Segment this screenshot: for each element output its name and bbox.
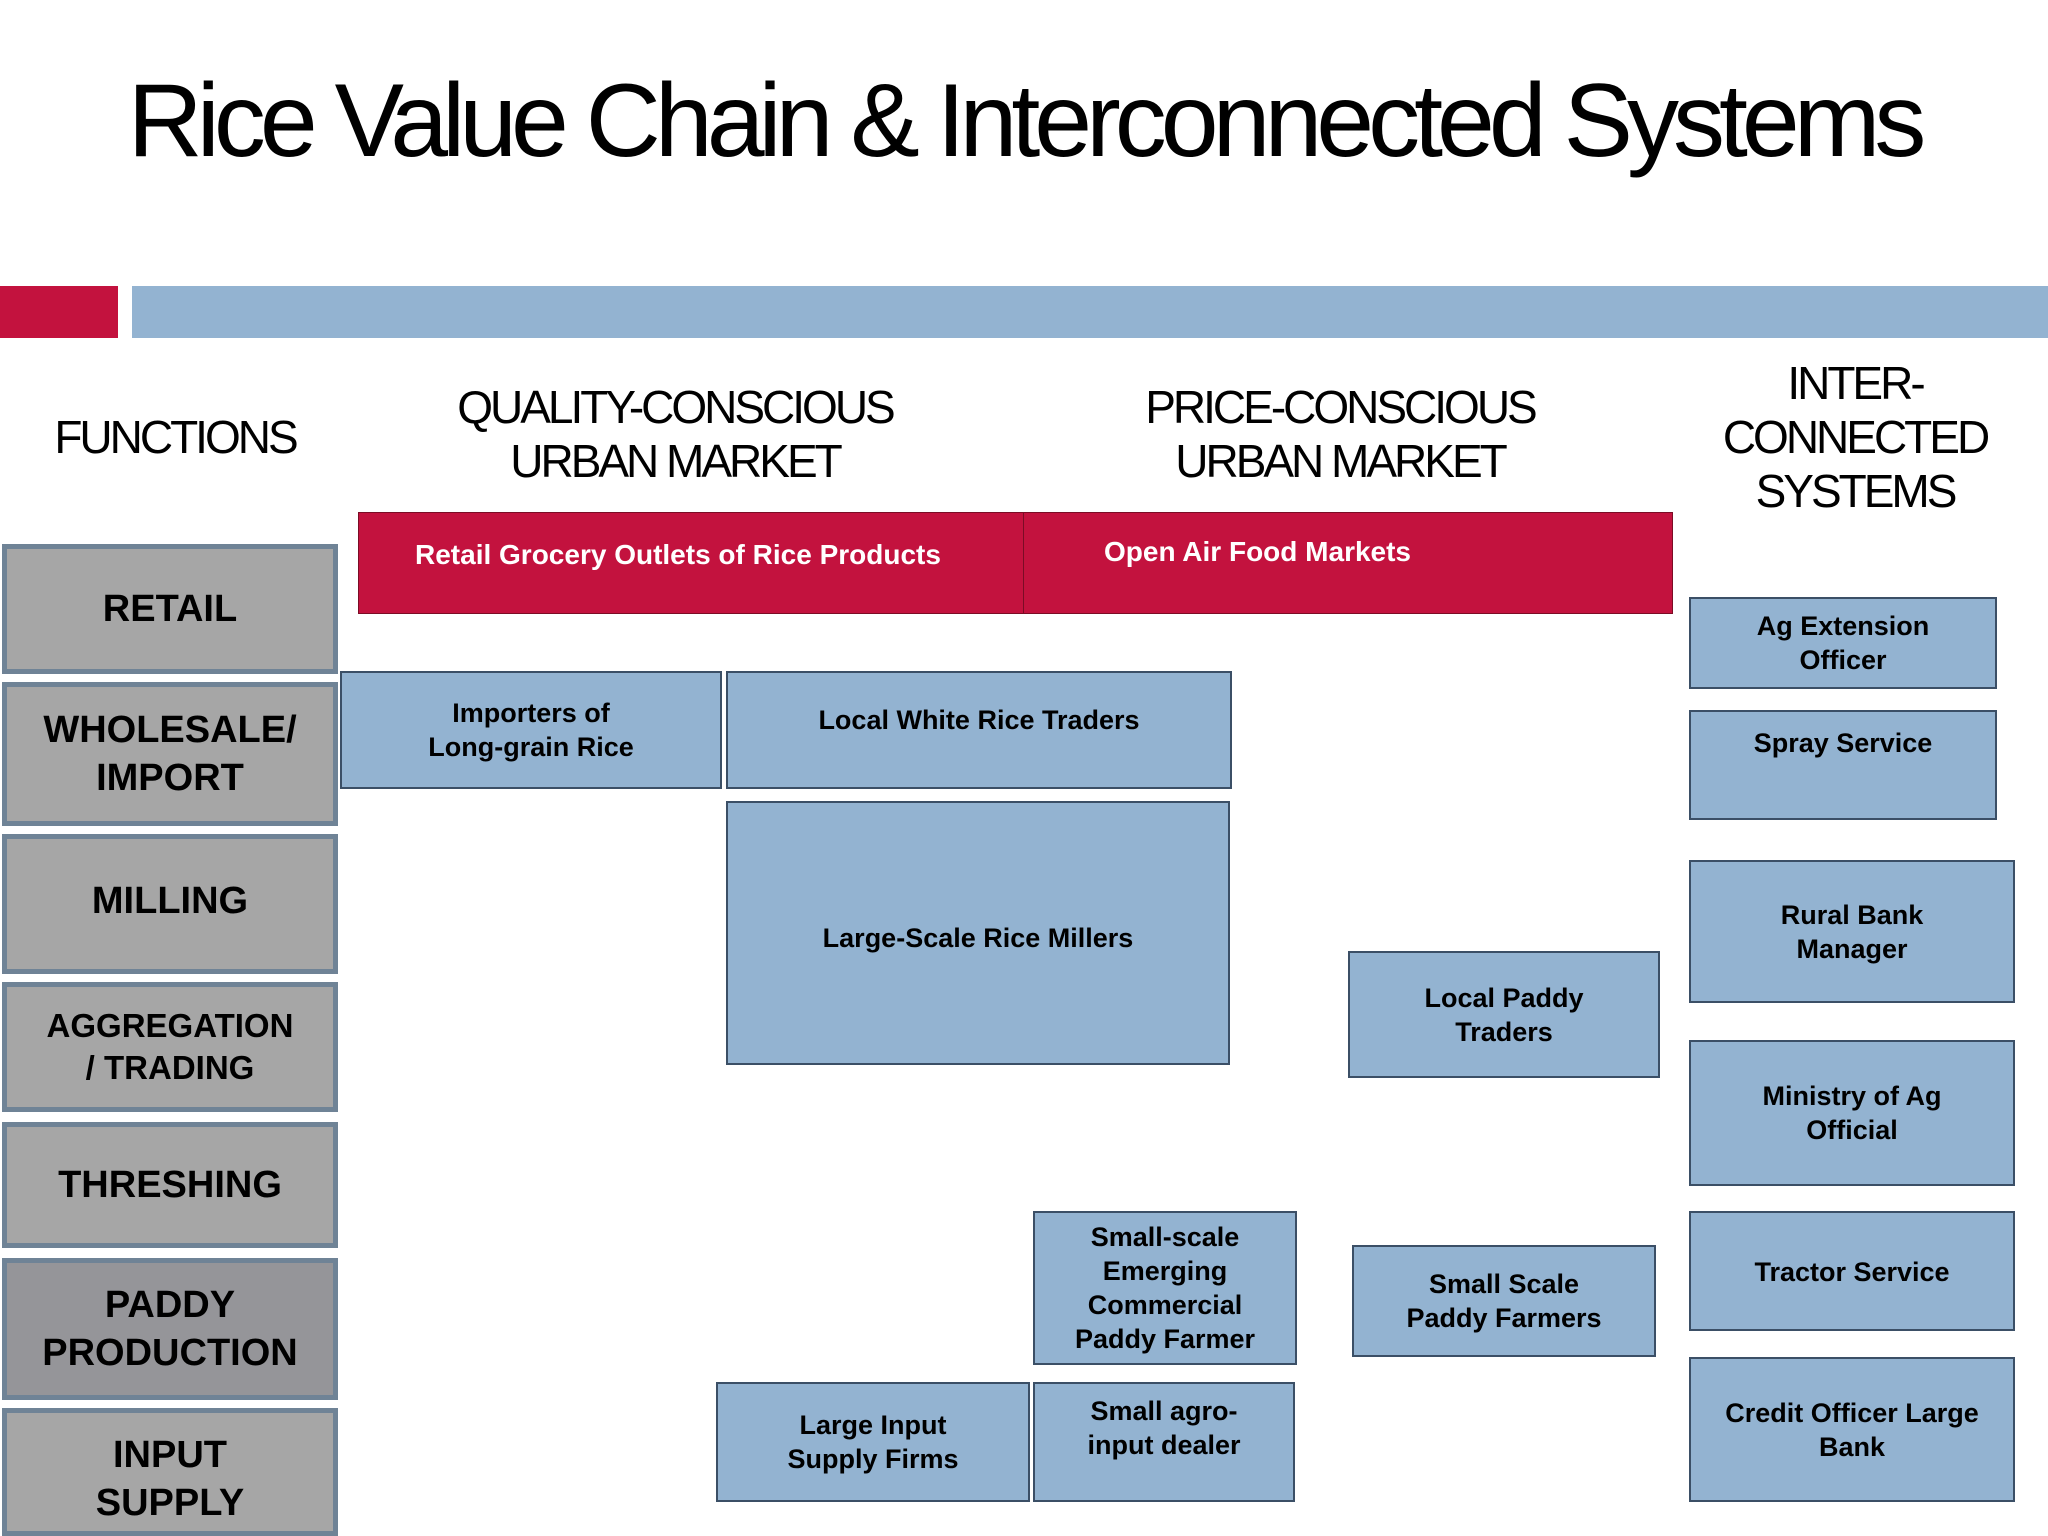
retail-grocery-label: Retail Grocery Outlets of Rice Products — [415, 539, 941, 570]
node-label: Manager — [1796, 933, 1908, 964]
function-paddy-production: PADDY PRODUCTION — [2, 1258, 338, 1400]
node-label: Bank — [1818, 1431, 1886, 1462]
node-local-white-rice-traders: Local White Rice Traders — [726, 671, 1232, 789]
function-aggregation-trading: AGGREGATION / TRADING — [2, 982, 338, 1112]
node-small-scale-paddy-farmers: Small Scale Paddy Farmers — [1352, 1245, 1656, 1357]
header-inter-line2: CONNECTED — [1722, 411, 1990, 463]
node-label: Supply Firms — [787, 1444, 959, 1474]
node-label: Long-grain Rice — [428, 732, 634, 762]
page-title: Rice Value Chain & Interconnected System… — [127, 63, 1927, 179]
node-label: Ministry of Ag — [1762, 1081, 1942, 1111]
system-tractor-service: Tractor Service — [1689, 1211, 2015, 1331]
node-large-input-supply-firms: Large Input Supply Firms — [716, 1382, 1030, 1502]
node-label: Small Scale — [1428, 1269, 1580, 1299]
node-label: Traders — [1455, 1016, 1553, 1047]
node-label: Spray Service — [1753, 728, 1933, 758]
function-label: PADDY — [104, 1284, 236, 1326]
function-label: INPUT — [113, 1434, 227, 1476]
node-label: Small agro- — [1090, 1396, 1238, 1426]
node-label: input dealer — [1087, 1430, 1241, 1460]
header-band-red — [0, 286, 118, 338]
node-label: Local White Rice Traders — [818, 705, 1140, 735]
header-interconnected: INTER- CONNECTED SYSTEMS — [1690, 356, 2020, 518]
header-price-line2: URBAN MARKET — [1175, 435, 1507, 487]
node-label: Importers of — [452, 698, 610, 728]
node-label: Commercial — [1087, 1290, 1243, 1320]
function-retail: RETAIL — [2, 544, 338, 674]
header-quality-line1: QUALITY-CONSCIOUS — [457, 381, 896, 433]
header-functions-label: FUNCTIONS — [54, 411, 298, 463]
header-inter-line1: INTER- — [1787, 357, 1925, 409]
function-label: SUPPLY — [95, 1482, 245, 1524]
retail-open-air-markets: Open Air Food Markets — [1023, 512, 1673, 614]
node-label: Paddy Farmer — [1074, 1324, 1256, 1354]
function-threshing: THRESHING — [2, 1122, 338, 1248]
node-label: Emerging — [1102, 1256, 1228, 1286]
node-label: Credit Officer Large — [1725, 1397, 1979, 1428]
system-ministry-of-ag-official: Ministry of Ag Official — [1689, 1040, 2015, 1186]
node-label: Paddy Farmers — [1406, 1303, 1602, 1333]
system-spray-service: Spray Service — [1689, 710, 1997, 820]
function-label: PRODUCTION — [42, 1332, 298, 1374]
function-input-supply: INPUT SUPPLY — [2, 1408, 338, 1536]
retail-open-air-label: Open Air Food Markets — [1104, 536, 1412, 567]
node-label: Large-Scale Rice Millers — [822, 923, 1134, 953]
system-rural-bank-manager: Rural Bank Manager — [1689, 860, 2015, 1003]
node-label: Local Paddy — [1424, 982, 1584, 1013]
function-label: / TRADING — [85, 1049, 255, 1086]
function-label: IMPORT — [96, 757, 244, 799]
node-label: Rural Bank — [1780, 899, 1924, 930]
header-inter-line3: SYSTEMS — [1755, 465, 1958, 517]
node-importers-long-grain: Importers of Long-grain Rice — [340, 671, 722, 789]
node-local-paddy-traders: Local Paddy Traders — [1348, 951, 1660, 1078]
header-band-blue — [132, 286, 2048, 338]
system-ag-extension-officer: Ag Extension Officer — [1689, 597, 1997, 689]
node-label: Small-scale — [1090, 1222, 1240, 1252]
node-large-scale-millers: Large-Scale Rice Millers — [726, 801, 1230, 1065]
node-small-agro-input-dealer: Small agro- input dealer — [1033, 1382, 1295, 1502]
node-label: Large Input — [799, 1410, 947, 1440]
function-label: THRESHING — [58, 1164, 282, 1206]
node-emerging-commercial-farmer: Small-scale Emerging Commercial Paddy Fa… — [1033, 1211, 1297, 1365]
node-label: Ag Extension — [1756, 611, 1930, 641]
header-price-market: PRICE-CONSCIOUS URBAN MARKET — [1060, 380, 1620, 488]
function-label: AGGREGATION — [46, 1007, 294, 1044]
node-label: Official — [1806, 1115, 1898, 1145]
header-functions: FUNCTIONS — [30, 410, 320, 464]
system-credit-officer-large-bank: Credit Officer Large Bank — [1689, 1357, 2015, 1502]
function-wholesale-import: WHOLESALE/ IMPORT — [2, 682, 338, 826]
retail-grocery-outlets: Retail Grocery Outlets of Rice Products — [358, 512, 1024, 614]
function-label: WHOLESALE/ — [43, 709, 297, 751]
header-quality-line2: URBAN MARKET — [510, 435, 842, 487]
function-milling: MILLING — [2, 834, 338, 974]
node-label: Tractor Service — [1754, 1257, 1950, 1287]
header-quality-market: QUALITY-CONSCIOUS URBAN MARKET — [400, 380, 950, 488]
function-label: RETAIL — [102, 588, 238, 630]
function-label: MILLING — [91, 880, 249, 922]
header-price-line1: PRICE-CONSCIOUS — [1145, 381, 1537, 433]
node-label: Officer — [1799, 645, 1887, 675]
